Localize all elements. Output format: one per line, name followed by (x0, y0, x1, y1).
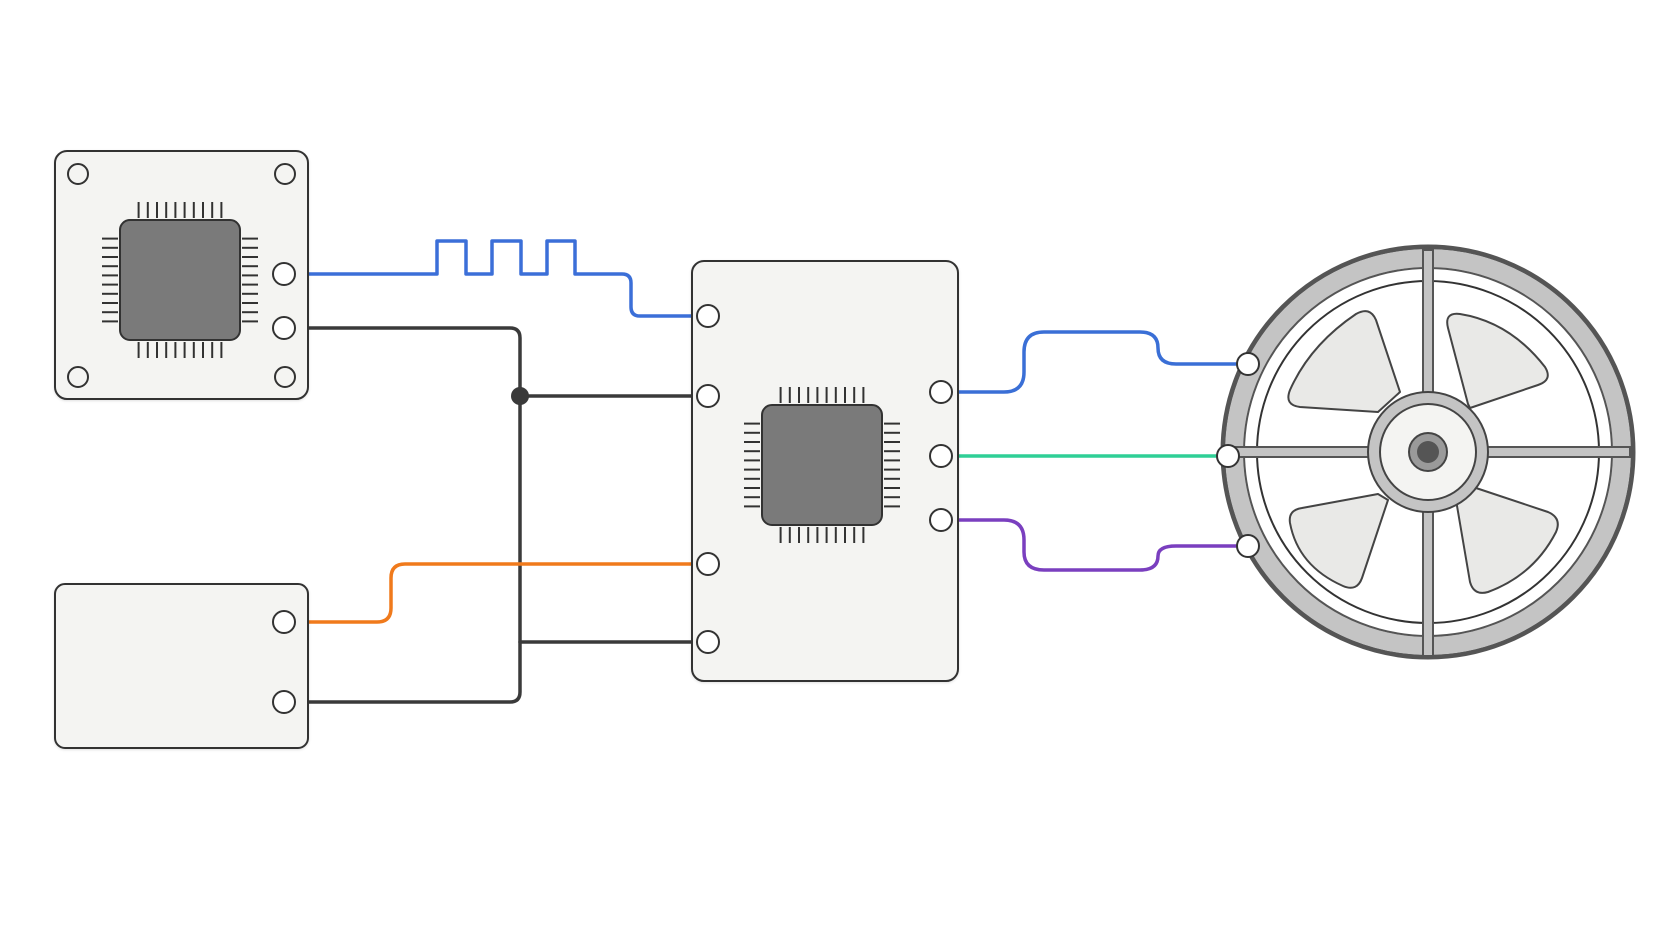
wires (282, 239, 1250, 704)
fan-blade-top-right (1446, 312, 1549, 409)
mcu-pin-pwm[interactable] (272, 262, 296, 286)
fan-pin-control[interactable] (1236, 534, 1260, 558)
driver-pin-fan-power[interactable] (929, 380, 953, 404)
fan-blade-bottom-right (1455, 487, 1559, 594)
chip-body (119, 219, 241, 341)
power-pin-positive[interactable] (272, 610, 296, 634)
fan-blade-bottom-left (1288, 493, 1389, 589)
cooling-fan-icon[interactable] (1216, 244, 1636, 660)
mounting-hole-icon (67, 163, 89, 185)
fan-blades (1287, 310, 1559, 594)
driver-pin-pwm-in[interactable] (696, 304, 720, 328)
ground-junction-dot (511, 387, 529, 405)
fan-pin-power[interactable] (1236, 352, 1260, 376)
fan-strut-bottom (1422, 505, 1434, 657)
fan-strut-right (1481, 446, 1631, 458)
power-supply-body (54, 583, 309, 749)
chip-body (761, 404, 883, 526)
driver-pin-power-in[interactable] (696, 552, 720, 576)
power-supply-box[interactable] (54, 583, 309, 749)
mounting-hole-icon (274, 163, 296, 185)
mounting-hole-icon (274, 366, 296, 388)
mcu-pin-ground[interactable] (272, 316, 296, 340)
driver-pin-tach[interactable] (929, 444, 953, 468)
fan-driver-board[interactable] (691, 260, 959, 682)
driver-pin-ground-lower[interactable] (696, 630, 720, 654)
fan-blade-top-left (1287, 310, 1401, 413)
fan-hub-shaft (1417, 441, 1439, 463)
fan-strut-left (1225, 446, 1375, 458)
fan-control-wire (955, 518, 1250, 572)
fan-pin-tach[interactable] (1216, 444, 1240, 468)
pwm-signal-wire (282, 239, 710, 318)
mcu-board[interactable] (54, 150, 309, 400)
microcontroller-chip-icon (102, 202, 258, 358)
power-wire (282, 562, 710, 624)
fan-power-wire (955, 330, 1250, 394)
power-pin-ground[interactable] (272, 690, 296, 714)
driver-pin-ground-upper[interactable] (696, 384, 720, 408)
fan-strut-top (1422, 249, 1434, 399)
ground-wire-mcu (282, 326, 522, 704)
driver-pin-fan-control[interactable] (929, 508, 953, 532)
mounting-hole-icon (67, 366, 89, 388)
driver-chip-icon (744, 387, 900, 543)
